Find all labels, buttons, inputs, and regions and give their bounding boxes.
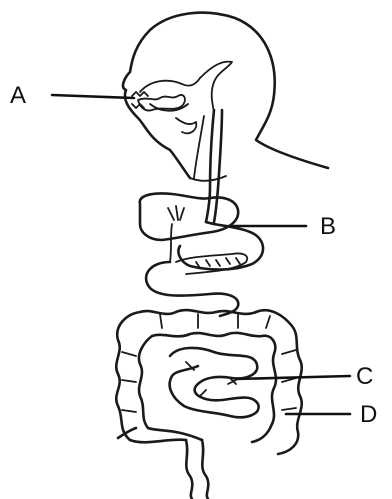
head-outline: [123, 13, 328, 168]
esophagus-wall: [214, 110, 222, 222]
small-intestine: [170, 348, 259, 417]
mouth-cavity: [138, 95, 185, 111]
salivary-gland: [176, 118, 196, 133]
bile-duct: [168, 206, 184, 262]
label-b: B: [320, 213, 336, 240]
rectum-wall: [202, 440, 208, 499]
label-c-leader: [236, 376, 350, 379]
chest-line: [190, 176, 226, 181]
esophagus: [206, 110, 214, 222]
label-a: A: [10, 82, 26, 109]
rectum: [186, 440, 192, 499]
sigmoid-colon: [130, 428, 202, 442]
nasal-cavity: [140, 78, 200, 92]
label-d: D: [360, 401, 377, 428]
colon-outer: [116, 310, 301, 454]
pharynx: [200, 62, 232, 112]
pancreas-texture: [196, 258, 240, 268]
colon-haustra: [122, 314, 296, 412]
neck-front: [170, 150, 190, 178]
label-a-leader: [52, 95, 134, 98]
label-c: C: [356, 363, 373, 390]
liver: [140, 193, 238, 240]
